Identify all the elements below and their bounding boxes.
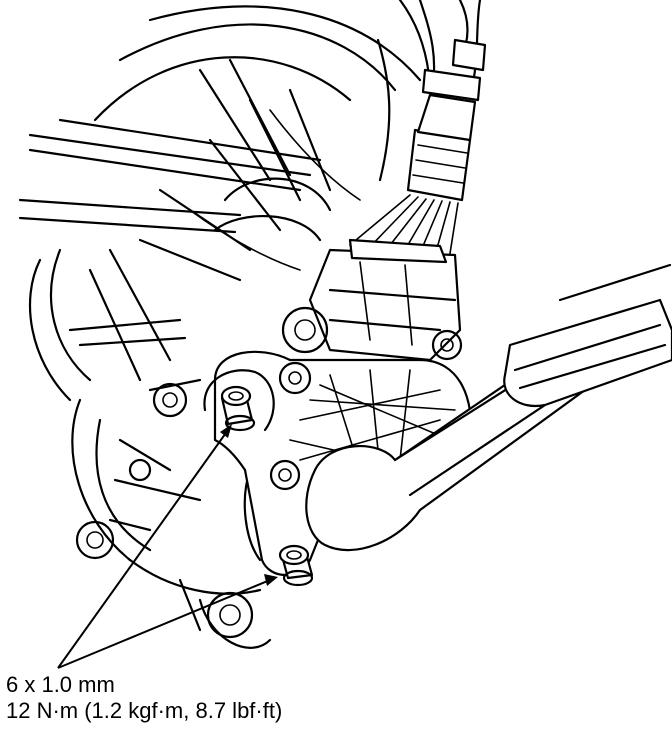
transmission-housing [18, 0, 469, 649]
electrical-connector [308, 238, 463, 362]
lower-mounting-bolt [278, 544, 314, 587]
bolt-size-label: 6 x 1.0 mm [6, 672, 115, 697]
bolt-specification-callout: 6 x 1.0 mm 12 N·m (1.2 kgf·m, 8.7 lbf·ft… [6, 672, 282, 724]
control-lever [305, 263, 672, 552]
upper-mounting-bolt [220, 385, 256, 432]
bolt-torque-label: 12 N·m (1.2 kgf·m, 8.7 lbf·ft) [6, 698, 283, 723]
callout-leader-lines [57, 424, 278, 669]
wire-harness [349, 0, 487, 267]
